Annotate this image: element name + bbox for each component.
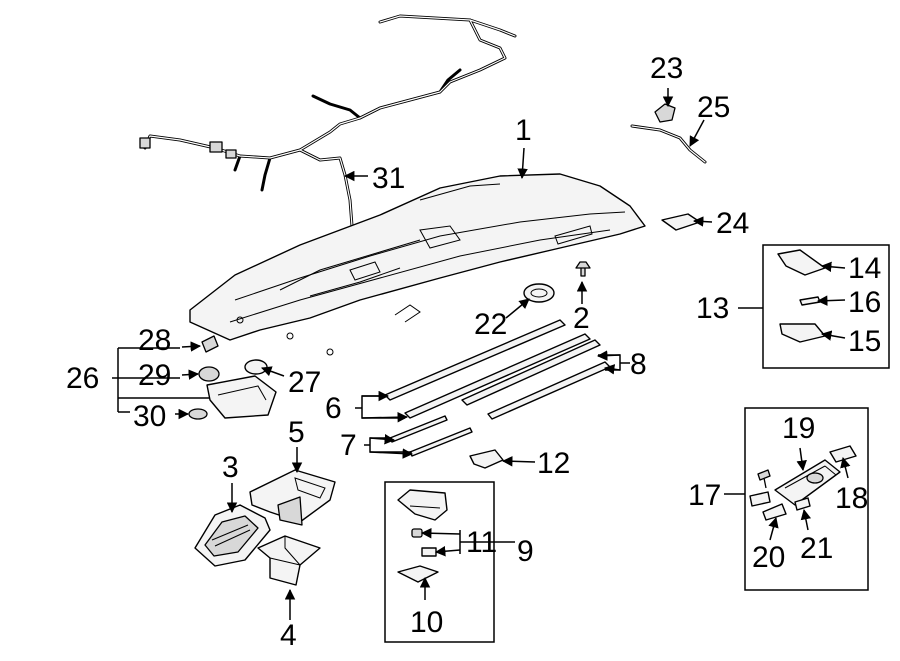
console-part-19	[774, 459, 841, 506]
lens-part-18	[829, 445, 857, 463]
callout-9: 9	[517, 535, 534, 568]
callout-20: 20	[752, 541, 785, 574]
cap-part-22	[523, 283, 555, 303]
callout-13: 13	[696, 292, 729, 325]
callout-labels: 1 2 3 4 5 6 7 8 9 10 11 12 13 14 15 16 1…	[66, 52, 881, 652]
callout-24: 24	[716, 207, 749, 240]
callout-28: 28	[138, 324, 171, 357]
weatherstrips	[384, 319, 611, 457]
clip-part-2	[575, 261, 591, 277]
callout-19: 19	[782, 412, 815, 445]
callout-4: 4	[280, 619, 297, 652]
kit-box-17	[744, 407, 869, 591]
callout-31: 31	[372, 162, 405, 195]
pad-part-12	[469, 449, 504, 469]
harness-part-25	[630, 124, 707, 164]
switch-part-21	[794, 497, 811, 511]
callout-11: 11	[466, 526, 497, 559]
callout-21: 21	[800, 532, 833, 565]
callout-2: 2	[573, 302, 590, 335]
wiring-harness	[139, 14, 517, 228]
sensor-part-23	[654, 103, 676, 123]
callout-26: 26	[66, 362, 99, 395]
callout-3: 3	[222, 451, 239, 484]
callout-25: 25	[697, 91, 730, 124]
callout-10: 10	[410, 606, 443, 639]
callout-8: 8	[630, 348, 647, 381]
callout-6: 6	[325, 392, 342, 425]
callout-15: 15	[848, 325, 881, 358]
kit-box-13	[762, 244, 890, 369]
callout-5: 5	[288, 416, 305, 449]
visor-part-14	[777, 249, 826, 276]
leader-lines	[112, 88, 851, 620]
kit-box-9	[384, 481, 495, 643]
pad-part-20	[749, 491, 787, 521]
parts-group-26	[188, 335, 277, 420]
callout-18: 18	[835, 482, 868, 515]
bulb-part-11	[411, 528, 437, 557]
screw-part-17	[757, 469, 771, 489]
callout-27: 27	[288, 366, 321, 399]
visor-part-15	[779, 323, 826, 343]
callout-14: 14	[848, 252, 881, 285]
callout-29: 29	[138, 359, 171, 392]
clip-part-16	[799, 296, 821, 306]
callout-1: 1	[515, 114, 532, 147]
callout-7: 7	[340, 429, 357, 462]
bezel-part-5	[249, 469, 336, 526]
headliner	[189, 173, 646, 356]
callout-22: 22	[474, 308, 507, 341]
lamp-part-9	[397, 489, 448, 521]
console-part-3	[194, 504, 271, 567]
callout-30: 30	[133, 400, 166, 433]
callout-17: 17	[688, 479, 721, 512]
callout-23: 23	[650, 52, 683, 85]
lens-part-10	[397, 565, 439, 583]
pad-part-24	[661, 213, 701, 231]
bracket-part-4	[257, 535, 321, 586]
callout-16: 16	[848, 286, 881, 319]
callout-12: 12	[537, 447, 570, 480]
